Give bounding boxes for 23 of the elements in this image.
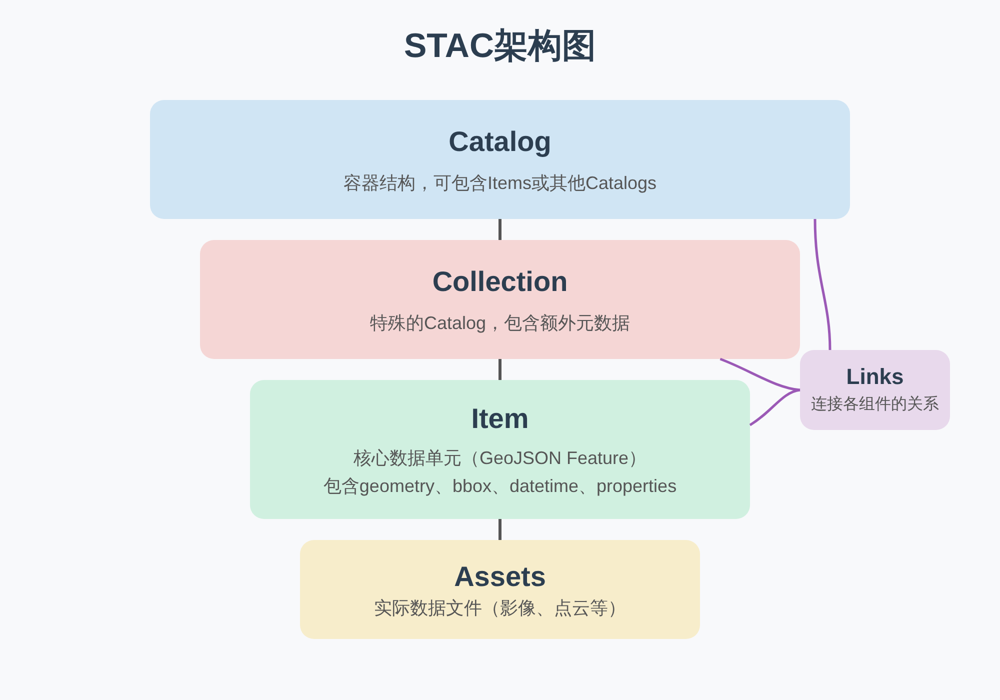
node-title: Collection [432, 264, 568, 298]
connector-line [498, 219, 502, 240]
node-title: Assets [454, 560, 546, 594]
node-title: Item [471, 402, 529, 436]
process-box [300, 540, 700, 639]
node-description: 实际数据文件（影像、点云等） [374, 596, 626, 620]
node-title: Links [846, 364, 904, 390]
curved-connector [749, 388, 800, 426]
node-description: 特殊的Catalog，包含额外元数据 [370, 312, 630, 334]
curved-connector [720, 358, 800, 392]
connector-line [498, 519, 502, 540]
connector-line [498, 359, 502, 380]
process-box [250, 380, 750, 519]
node-title: Catalog [448, 124, 552, 158]
node-description: 核心数据单元（GeoJSON Feature） [353, 446, 647, 470]
container-box [200, 240, 800, 359]
curved-connector [814, 218, 832, 350]
node-description: 包含geometry、bbox、datetime、properties [323, 474, 677, 498]
node-description: 容器结构，可包含Items或其他Catalogs [343, 172, 657, 194]
node-description: 连接各组件的关系 [811, 394, 939, 415]
relation-box [800, 350, 950, 430]
container-box [150, 100, 850, 219]
diagram-title: STAC架构图 [402, 26, 598, 67]
